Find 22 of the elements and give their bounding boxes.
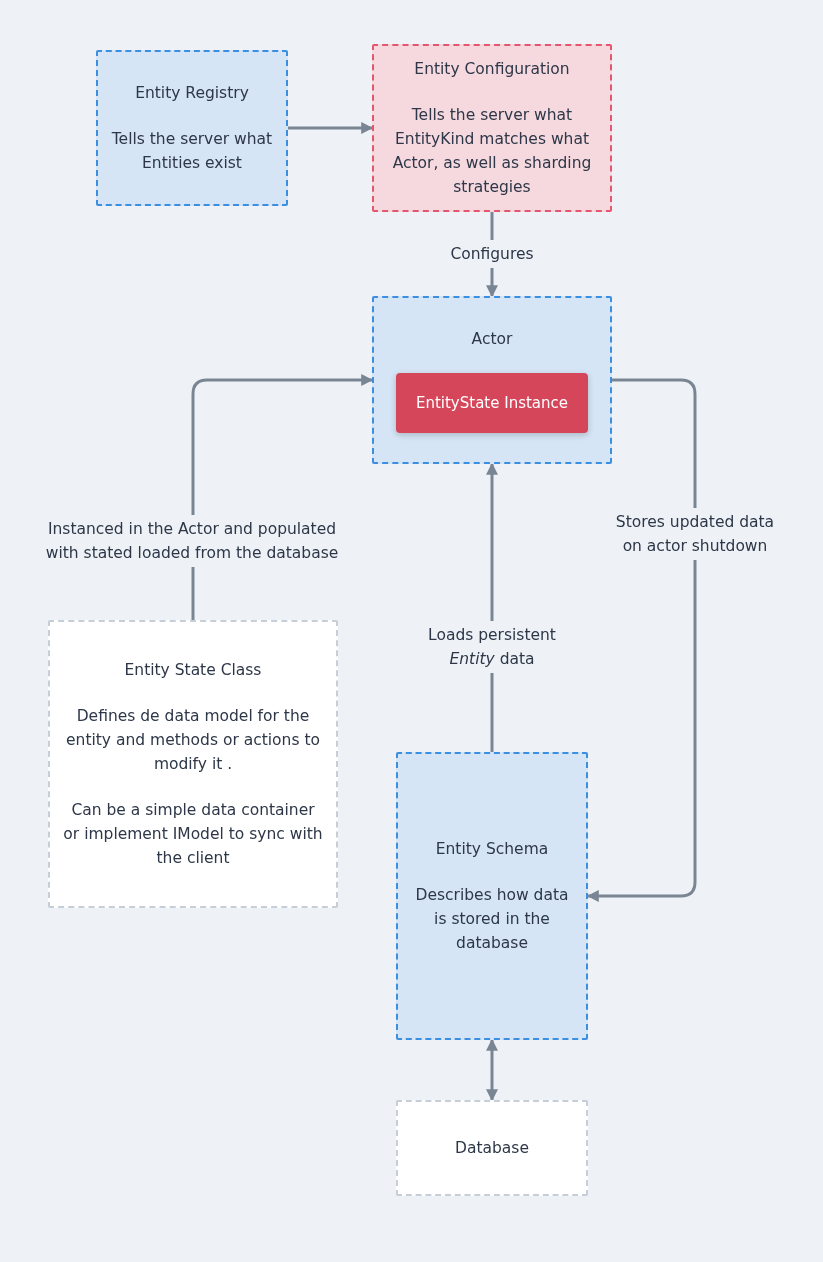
node-description: Defines de data model for the entity and methods or actions to modify it .	[65, 706, 321, 775]
node-description: Tells the server what Entities exist	[110, 129, 274, 174]
entity-box	[48, 620, 338, 908]
entity-box	[96, 50, 288, 206]
entity-box	[372, 44, 612, 212]
node-title: Entity Schema	[435, 839, 549, 860]
node-title: Entity Configuration	[414, 59, 570, 80]
node-description: Tells the server what EntityKind matches what Actor, as well as sharding strategies	[391, 105, 593, 198]
arrow	[486, 1038, 498, 1102]
node-title: Database	[455, 1138, 529, 1159]
node-description: Describes how data is stored in the database	[414, 885, 570, 954]
entity-box	[372, 296, 612, 464]
arrow	[286, 122, 374, 134]
node-description: Can be a simple data container or implement IModel to sync with the client	[62, 800, 324, 869]
entity-box	[396, 752, 588, 1040]
node-title: Entity Registry	[135, 83, 249, 104]
entity-box	[396, 1100, 588, 1196]
node-title: EntityState Instance	[415, 393, 569, 414]
node-title: Entity State Class	[124, 660, 262, 681]
instance-box	[396, 373, 588, 433]
node-title: Actor	[471, 329, 513, 350]
arrow	[586, 378, 697, 902]
